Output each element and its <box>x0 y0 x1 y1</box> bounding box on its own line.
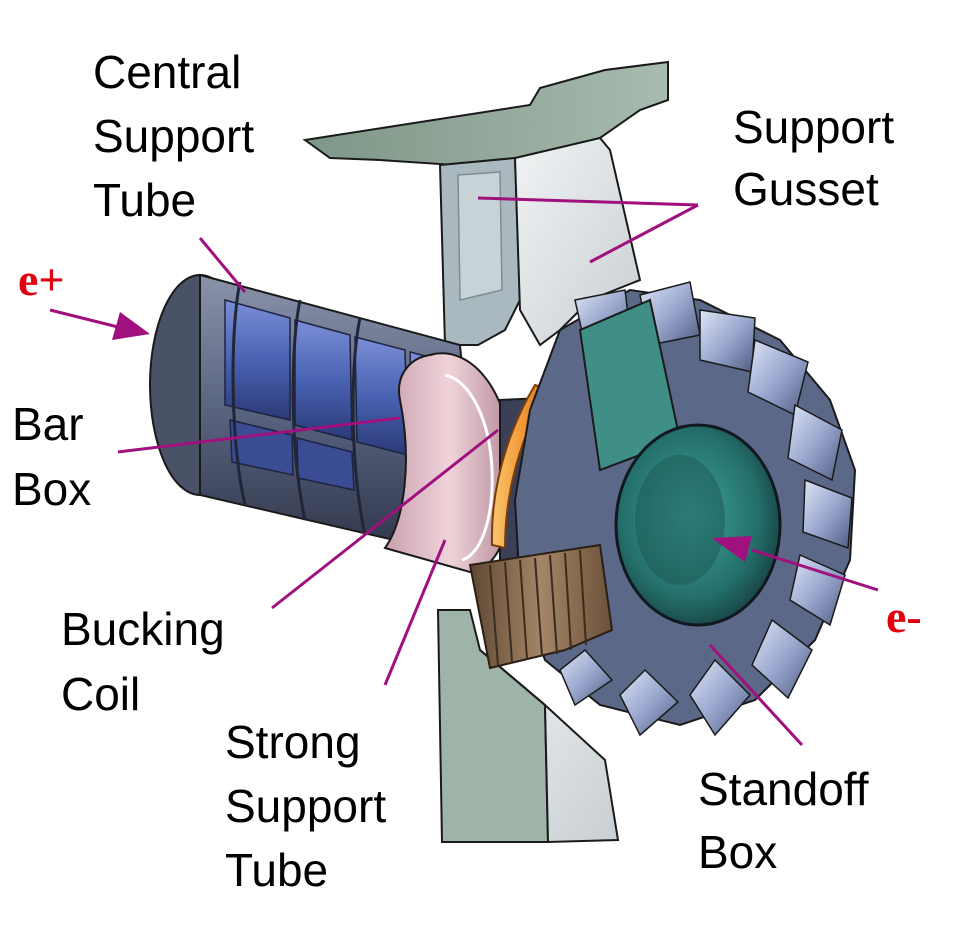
positron-label: e+ <box>18 254 65 305</box>
standoff-fin <box>787 403 843 482</box>
arrowhead-icon <box>712 536 752 562</box>
arrowhead-icon <box>112 312 150 340</box>
leader-bar-box <box>117 416 401 454</box>
svg-text:Strong: Strong <box>225 716 361 768</box>
electron-label: e- <box>886 591 922 642</box>
standoff-fins <box>559 281 853 737</box>
svg-text:Tube: Tube <box>93 174 196 226</box>
standoff-fin <box>689 658 752 737</box>
bar-box-panel <box>224 299 291 421</box>
positron-beam-arrow <box>49 308 150 340</box>
svg-text:Coil: Coil <box>61 668 140 720</box>
svg-text:Box: Box <box>698 826 777 878</box>
label-strong-support-tube: Strong Support Tube <box>225 716 386 896</box>
svg-text:Standoff: Standoff <box>698 763 869 815</box>
svg-text:Support: Support <box>93 110 254 162</box>
standoff-fin <box>751 618 813 700</box>
leader-lines <box>117 196 804 747</box>
svg-text:Central: Central <box>93 46 241 98</box>
support-top-plate <box>302 60 669 167</box>
svg-text:Bar: Bar <box>12 398 84 450</box>
electron-beam-arrow <box>712 536 879 592</box>
leader-bucking-coil <box>271 428 499 610</box>
standoff-fin <box>559 648 614 707</box>
standoff-fin <box>619 668 680 737</box>
support-structure <box>302 60 669 844</box>
standoff-fin <box>802 478 853 550</box>
standoff-box-assembly <box>513 281 857 737</box>
svg-text:Support: Support <box>225 780 386 832</box>
leader-support-gusset-b <box>589 203 699 264</box>
label-bucking-coil: Bucking Coil <box>61 603 225 720</box>
label-standoff-box: Standoff Box <box>698 763 869 878</box>
svg-text:Tube: Tube <box>225 844 328 896</box>
leader-standoff-box <box>708 643 804 747</box>
leader-central-support-tube <box>198 237 247 293</box>
label-support-gusset: Support Gusset <box>733 101 894 215</box>
svg-text:Box: Box <box>12 463 91 515</box>
label-bar-box: Bar Box <box>12 398 91 515</box>
standoff-fin <box>789 553 846 627</box>
bar-box-panel <box>294 319 353 441</box>
support-lower-gusset <box>479 649 620 844</box>
svg-text:Bucking: Bucking <box>61 603 225 655</box>
leader-strong-support-tube <box>383 539 447 686</box>
leader-support-gusset-a <box>477 196 699 207</box>
svg-text:Support: Support <box>733 101 894 153</box>
label-central-support-tube: Central Support Tube <box>93 46 254 226</box>
coil-bundle <box>468 543 614 670</box>
svg-text:Gusset: Gusset <box>733 163 879 215</box>
